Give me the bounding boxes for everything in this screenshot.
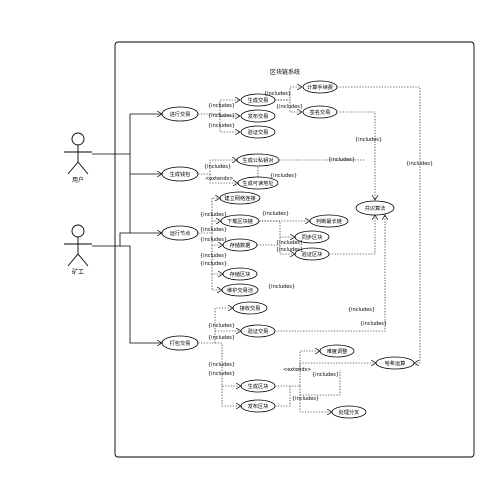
- rel-label: {includes}: [208, 371, 235, 377]
- uc-generate-wallet-label: 生成钱包: [170, 170, 191, 178]
- uc-build-net-label: 建立网络连接: [224, 194, 255, 202]
- rel-label: {includes}: [270, 173, 297, 179]
- uc-hash-calc-label: 哈希运算: [385, 359, 406, 367]
- uc-receive-tx-label: 接收交易: [240, 304, 261, 312]
- uc-verify-block-label: 验证区块: [302, 250, 324, 258]
- rel-label: {includes}: [200, 253, 227, 259]
- uc-publish-tx-label: 发布交易: [248, 112, 269, 120]
- rel-label: {includes}: [360, 321, 387, 327]
- uc-verify-tx2-label: 验证交易: [248, 327, 269, 335]
- rel-label: {includes}: [264, 91, 291, 97]
- rel-label: {includes}: [208, 123, 235, 129]
- actor-user: 用户: [64, 132, 92, 184]
- uc-receive-tx: 接收交易: [232, 301, 268, 315]
- system-title: 区块链系统: [270, 68, 300, 76]
- uc-publish-block: 发布区块: [240, 399, 276, 413]
- uc-make-tx: 进行交易: [161, 106, 199, 122]
- actor-miner: 矿工: [64, 224, 92, 276]
- system-boundary: [114, 41, 475, 458]
- uc-store-data-label: 存储数据: [230, 241, 251, 249]
- uc-calc-fee-label: 计算手续费: [307, 83, 333, 91]
- uc-fork: 处理分叉: [331, 405, 367, 419]
- uc-pack-tx-label: 打包交易: [170, 339, 191, 347]
- rel-label: {includes}: [204, 164, 231, 170]
- rel-label: {includes}: [200, 261, 227, 267]
- uc-save-block-label: 存储区块: [230, 270, 252, 278]
- rel-label: {includes}: [200, 227, 227, 233]
- rel-label: {includes}: [208, 323, 235, 329]
- uc-verify-tx2: 验证交易: [240, 324, 276, 338]
- uc-pack-tx: 打包交易: [161, 335, 199, 351]
- rel-label: {includes}: [348, 307, 375, 313]
- uc-judge-fork: 判断最长链: [309, 214, 349, 228]
- rel-label: {includes}: [276, 247, 303, 253]
- rel-label: {includes}: [312, 372, 339, 378]
- uc-make-tx-label: 进行交易: [170, 110, 191, 118]
- rel-label: {includes}: [262, 211, 289, 217]
- rel-label: {includes}: [268, 284, 295, 290]
- uc-maintain-pool-label: 维护交易池: [227, 286, 253, 294]
- rel-label: {includes}: [328, 157, 355, 163]
- actor-user-label: 用户: [72, 176, 84, 184]
- uc-download-chain-label: 下载区块链: [227, 217, 254, 225]
- uc-consensus: 共识算法: [355, 200, 395, 216]
- uc-adjust-diff-label: 难度调整: [327, 347, 348, 355]
- uc-publish-block-label: 发布区块: [248, 402, 270, 410]
- uc-verify-tx-label: 验证交易: [248, 128, 269, 136]
- uc-save-block: 存储区块: [222, 267, 258, 281]
- uc-sync-block-label: 同步区块: [302, 233, 324, 241]
- rel-label: {includes}: [406, 161, 433, 167]
- uc-sync-block: 同步区块: [294, 230, 330, 244]
- rel-label: <extends>: [283, 367, 311, 373]
- rel-label: {includes}: [208, 362, 235, 368]
- uc-judge-fork-label: 判断最长链: [316, 217, 343, 225]
- uc-sign-tx: 签名交易: [302, 105, 338, 119]
- rel-label: {includes}: [208, 113, 235, 119]
- dependency-connectors: [198, 87, 421, 412]
- rel-label: {includes}: [355, 137, 382, 143]
- rel-label: {includes}: [208, 335, 235, 341]
- rel-label: {includes}: [292, 396, 319, 402]
- uc-run-node-label: 运行节点: [170, 229, 191, 237]
- uc-gen-block-label: 生成区块: [248, 382, 270, 390]
- uc-generate-wallet: 生成钱包: [161, 166, 199, 182]
- actor-miner-label: 矿工: [72, 268, 84, 276]
- uc-maintain-pool: 维护交易池: [221, 283, 259, 297]
- uc-gen-block: 生成区块: [240, 379, 276, 393]
- rel-label: {includes}: [276, 104, 303, 110]
- relation-labels: {includes} {includes} {includes} {includ…: [200, 91, 433, 402]
- uc-run-node: 运行节点: [161, 225, 199, 241]
- rel-label: {includes}: [208, 103, 235, 109]
- uc-fork-label: 处理分叉: [339, 408, 360, 416]
- uc-gen-pubkey: 生成公私钥对: [236, 153, 280, 167]
- uc-sign-tx-label: 签名交易: [310, 108, 331, 116]
- association-lines: [92, 114, 162, 343]
- rel-label: <extends>: [205, 176, 233, 182]
- rel-label: {includes}: [200, 212, 227, 218]
- uc-gen-pubkey-label: 生成公私钥对: [242, 156, 273, 164]
- rel-label: {includes}: [276, 240, 303, 246]
- uc-store-data: 存储数据: [222, 238, 258, 252]
- uc-gen-tx-label: 生成交易: [248, 96, 269, 104]
- uc-calc-fee: 计算手续费: [302, 80, 338, 94]
- uc-consensus-label: 共识算法: [365, 204, 386, 212]
- rel-label: {includes}: [200, 237, 227, 243]
- uc-verify-tx: 验证交易: [240, 125, 276, 139]
- uc-publish-tx: 发布交易: [240, 109, 276, 123]
- uc-adjust-diff: 难度调整: [319, 344, 355, 358]
- uc-hash-calc: 哈希运算: [375, 356, 415, 370]
- uc-build-net: 建立网络连接: [219, 191, 261, 205]
- uc-gen-addr-label: 生成可读地址: [242, 179, 273, 187]
